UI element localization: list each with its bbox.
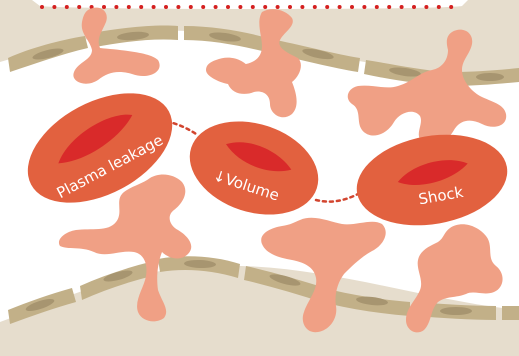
border-dot — [65, 5, 69, 9]
border-dot — [400, 5, 404, 9]
border-dot — [238, 5, 242, 9]
border-dot — [424, 5, 428, 9]
border-dot — [362, 5, 366, 9]
border-dot — [276, 5, 280, 9]
border-dot — [40, 5, 44, 9]
endothelial-cell — [502, 306, 519, 320]
border-dot — [300, 5, 304, 9]
border-dot — [226, 5, 230, 9]
border-dot — [139, 5, 143, 9]
border-dot — [387, 5, 391, 9]
border-dot — [263, 5, 267, 9]
border-dot — [375, 5, 379, 9]
border-dot — [189, 5, 193, 9]
border-dot — [449, 5, 453, 9]
border-dot — [52, 5, 56, 9]
border-dot — [164, 5, 168, 9]
border-dot — [350, 5, 354, 9]
border-dot — [127, 5, 131, 9]
border-dot — [288, 5, 292, 9]
border-dot — [114, 5, 118, 9]
cell-nucleus — [440, 307, 472, 315]
border-dot — [214, 5, 218, 9]
border-dot — [338, 5, 342, 9]
border-dot — [412, 5, 416, 9]
border-dot — [325, 5, 329, 9]
border-dot — [102, 5, 106, 9]
border-dot — [152, 5, 156, 9]
border-dot — [77, 5, 81, 9]
border-dot — [437, 5, 441, 9]
border-dot — [251, 5, 255, 9]
cell-nucleus — [476, 73, 504, 81]
border-dot — [176, 5, 180, 9]
border-dot — [313, 5, 317, 9]
border-dot — [201, 5, 205, 9]
